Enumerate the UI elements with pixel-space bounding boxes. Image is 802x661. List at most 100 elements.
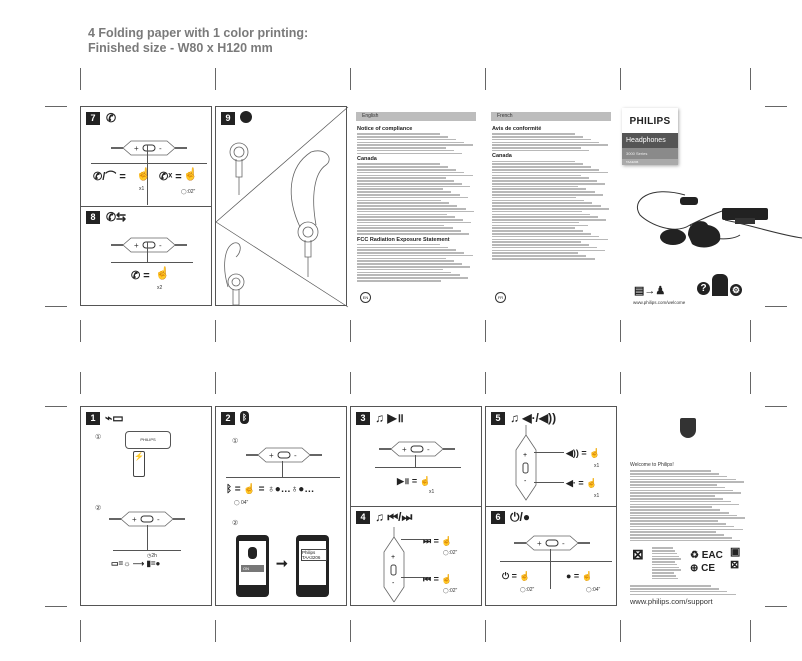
divider — [226, 477, 340, 478]
text-line — [357, 260, 454, 263]
svg-text:+: + — [537, 539, 542, 548]
text-line — [492, 163, 583, 166]
phone-bluetooth-settings: ON — [236, 535, 269, 597]
text-line — [492, 224, 588, 227]
divider — [113, 550, 181, 551]
welcome-url[interactable]: www.philips.com/welcome — [633, 300, 686, 305]
help-icon: ? — [697, 282, 710, 295]
press-count: x1 — [139, 186, 145, 192]
english-text: Notice of compliance Canada FCC Radiatio… — [357, 124, 475, 283]
section-heading: Canada — [357, 156, 377, 163]
panel-french: French Avis de conformité Canada FR — [485, 106, 617, 306]
text-line — [652, 549, 676, 552]
leader-line — [401, 539, 431, 540]
hold-time-value: 02" — [188, 189, 196, 195]
text-line — [630, 585, 712, 587]
hold-time-value: 02" — [527, 587, 535, 593]
headphones-product-image — [637, 191, 802, 248]
text-line — [630, 470, 712, 472]
text-line — [630, 481, 744, 483]
legal-text — [630, 584, 746, 596]
crop-mark — [620, 320, 621, 342]
text-line — [492, 174, 581, 177]
leader-line — [282, 461, 283, 477]
text-line — [630, 486, 726, 489]
text-line — [357, 277, 468, 279]
text-line — [492, 166, 592, 168]
text-line — [357, 254, 473, 257]
text-line — [357, 141, 465, 144]
text-line — [357, 174, 473, 177]
text-line — [357, 191, 452, 193]
text-line — [357, 182, 463, 185]
text-line — [492, 185, 579, 188]
music-prev-next-icon: ♫ ⏮/⏭ — [375, 510, 413, 524]
device-model: TAA3206 — [302, 555, 321, 560]
text-line — [357, 166, 448, 168]
bluetooth-toggle[interactable]: ON — [241, 565, 264, 572]
text-line — [630, 587, 720, 590]
leader-line — [147, 145, 148, 205]
hand-press-icon: ☝ — [136, 167, 151, 181]
panel-3-4: 3 ♫ ▶॥ +- ▶॥ = ☝ x1 4 ♫ ⏮/⏭ +- ⏭ = ☝ ◯:0… — [350, 406, 482, 606]
section-heading: FCC Radiation Exposure Statement — [357, 236, 450, 243]
crop-mark — [765, 106, 787, 107]
crop-mark — [215, 320, 216, 342]
text-line — [357, 210, 474, 213]
support-url[interactable]: www.philips.com/support — [630, 597, 713, 606]
text-line — [357, 202, 450, 204]
usb-cable: ⚡ — [133, 451, 145, 477]
text-line — [492, 191, 595, 193]
charge-time: ◷2h — [147, 553, 157, 559]
text-line — [652, 547, 673, 549]
text-line — [357, 219, 464, 221]
crop-mark — [750, 68, 751, 90]
crop-mark — [45, 606, 67, 607]
hand-press-icon: ☝ — [155, 266, 170, 280]
crop-mark — [750, 320, 751, 342]
text-line — [492, 133, 575, 135]
text-line — [492, 219, 607, 221]
text-line — [492, 171, 608, 174]
crop-mark — [485, 68, 486, 90]
hand-press-icon: ☝ — [183, 167, 198, 181]
press-count: x1 — [594, 493, 600, 499]
weee-bin-icon: ⊠ — [632, 546, 644, 562]
next-track-icon: ⏭ = ☝ — [423, 536, 453, 546]
crop-mark — [215, 68, 216, 90]
print-spec-header: 4 Folding paper with 1 color printing: F… — [88, 26, 308, 56]
remote-drawing: +- — [379, 441, 455, 457]
hold-time: ◯ 04" — [234, 500, 249, 506]
crop-mark — [45, 106, 67, 107]
text-line — [492, 194, 603, 196]
divider — [111, 262, 193, 263]
sub-step-2: ② — [232, 520, 239, 527]
text-line — [630, 525, 735, 528]
text-line — [492, 188, 587, 191]
remote-drawing: +- — [111, 140, 187, 156]
device-entry[interactable]: Philips TAA3206 — [301, 549, 327, 561]
leader-line — [415, 455, 416, 467]
text-line — [357, 230, 461, 232]
welcome-title: Welcome to Philips! — [630, 462, 674, 468]
text-line — [492, 207, 609, 210]
text-line — [492, 205, 601, 207]
crop-mark — [80, 372, 81, 394]
text-line — [357, 207, 466, 210]
section-heading: Notice of compliance — [357, 126, 413, 132]
crop-mark — [750, 372, 751, 394]
sub-step-1: ① — [95, 434, 102, 441]
hold-time-value: 02" — [450, 588, 458, 594]
text-line — [357, 213, 447, 216]
device-name: Philips — [302, 550, 316, 555]
text-line — [357, 246, 448, 249]
text-line — [630, 531, 716, 533]
text-line — [492, 246, 598, 249]
user-manual-icon — [712, 274, 728, 296]
text-line — [630, 472, 720, 475]
crop-mark — [350, 620, 351, 642]
crop-mark — [620, 68, 621, 90]
power-icon: ⏻/● — [510, 510, 531, 524]
ear-fit-illustration — [215, 106, 349, 308]
language-bar: English — [356, 112, 476, 121]
